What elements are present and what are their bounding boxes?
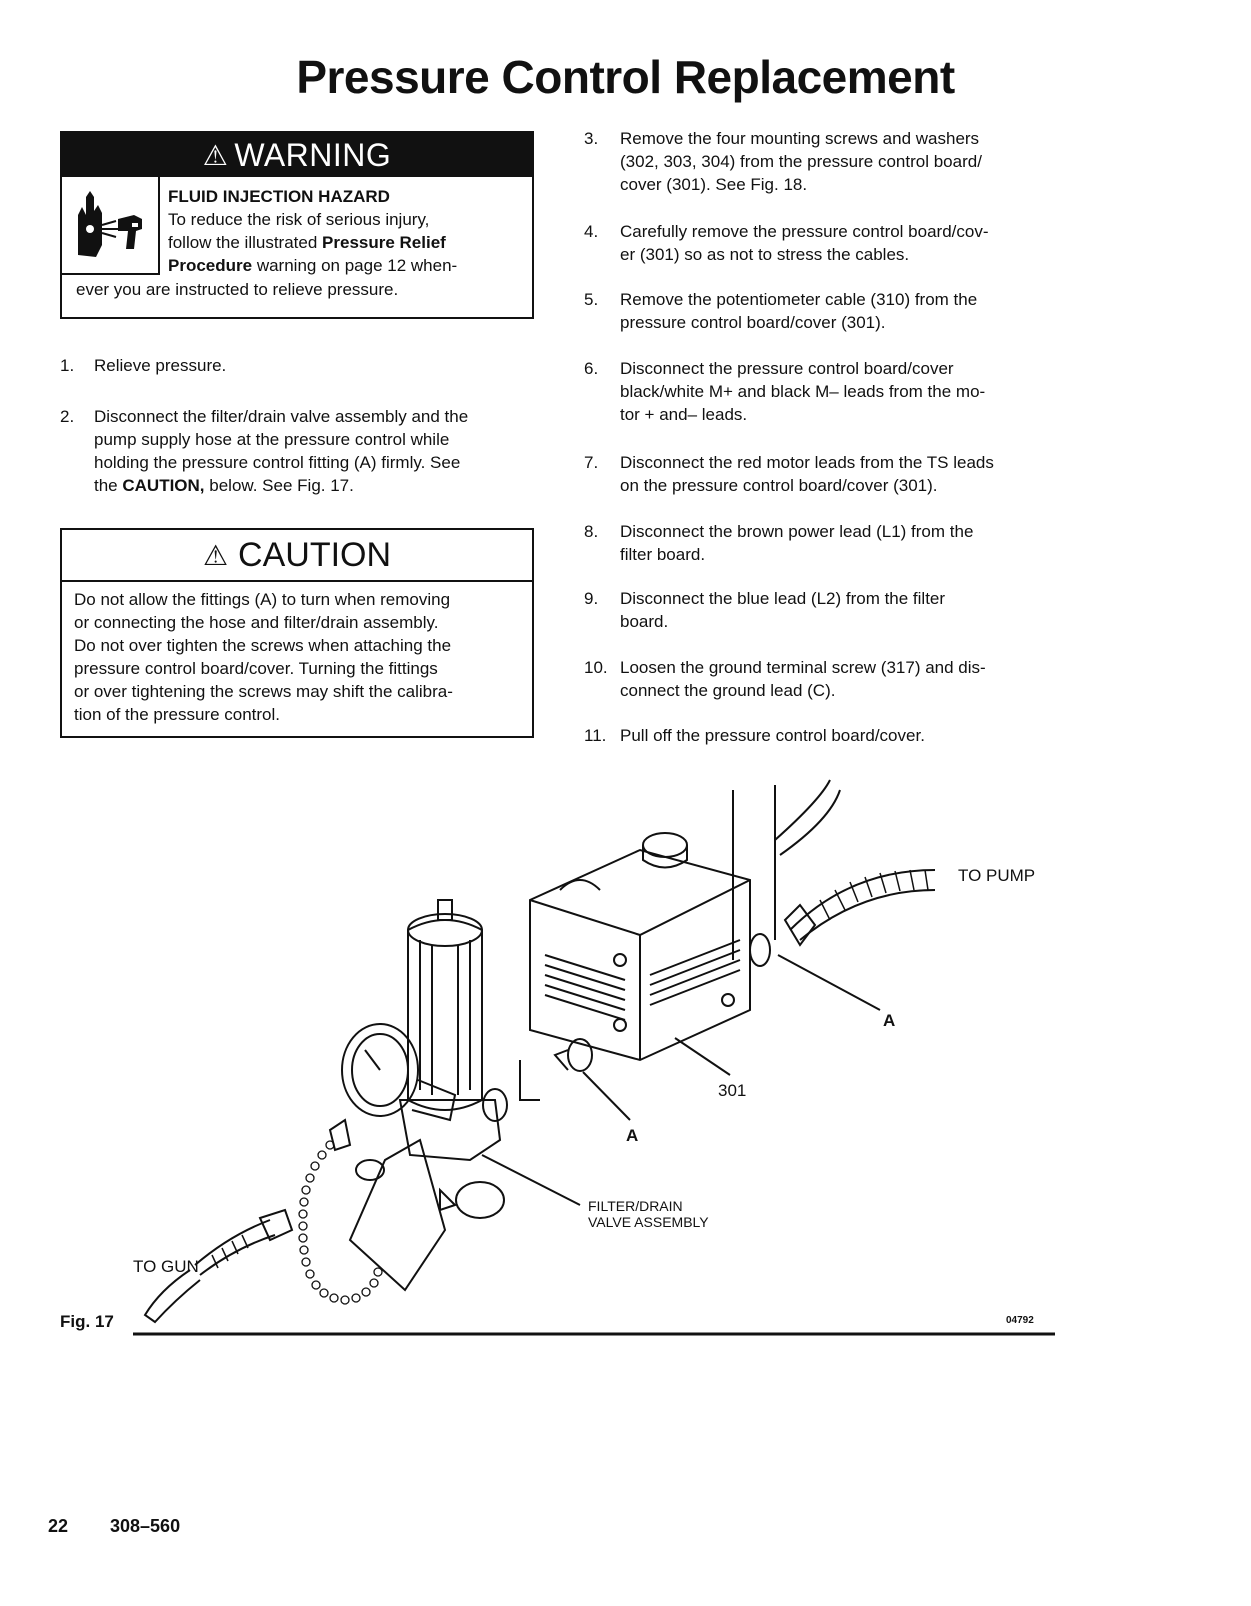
step-text: Pull off the pressure control board/cove… (620, 724, 1060, 747)
step-line: cover (301). See Fig. 18. (620, 175, 808, 194)
step-line: Remove the four mounting screws and wash… (620, 129, 980, 148)
caution-line: tion of the pressure control. (74, 705, 281, 724)
step-line: Disconnect the red motor leads from the … (620, 453, 994, 472)
step-number: 5. (584, 290, 599, 309)
warning-line-2-bold: Pressure Relief (322, 233, 446, 252)
warning-header-text: WARNING (234, 136, 392, 173)
step-line: black/white M+ and black M– leads from t… (620, 382, 986, 401)
warning-line-3: Procedure warning on page 12 when- (168, 254, 528, 277)
step-line: Carefully remove the pressure control bo… (620, 222, 989, 241)
caution-ref: CAUTION, (122, 476, 205, 495)
step-number: 6. (584, 359, 599, 378)
step-text: Carefully remove the pressure control bo… (620, 220, 1060, 266)
page-title: Pressure Control Replacement (296, 51, 955, 103)
step-line: on the pressure control board/cover (301… (620, 476, 938, 495)
caution-header-text: CAUTION (238, 535, 392, 574)
step-line: pump supply hose at the pressure control… (94, 430, 450, 449)
warning-line-4: ever you are instructed to relieve press… (76, 280, 399, 299)
caution-box: ⚠ CAUTION Do not allow the fittings (A) … (60, 528, 534, 738)
warning-line-2-text: follow the illustrated (168, 233, 323, 252)
step-text: Remove the four mounting screws and wash… (620, 127, 1060, 196)
step-line: pressure control board/cover (301). (620, 313, 886, 332)
step-text: Loosen the ground terminal screw (317) a… (620, 656, 1060, 702)
step-number: 11. (584, 726, 607, 745)
caution-header: ⚠ CAUTION (62, 530, 532, 582)
figure-code: 04792 (1006, 1315, 1034, 1326)
caution-line: Do not allow the fittings (A) to turn wh… (74, 590, 451, 609)
caution-triangle-icon: ⚠ (202, 539, 229, 571)
step-line: holding the pressure control fitting (A)… (94, 453, 461, 472)
step-number: 7. (584, 453, 599, 472)
fitting-a-label-left: A (626, 1126, 639, 1145)
step-line: Disconnect the pressure control board/co… (620, 359, 954, 378)
step-number: 8. (584, 522, 599, 541)
warning-box: ⚠ WARNING FLUID INJECTION HAZARD To redu… (60, 131, 534, 319)
fitting-a-label-right: A (883, 1011, 896, 1030)
warning-line-3-text: warning on page 12 when- (252, 256, 458, 275)
figure-label: Fig. 17 (60, 1312, 114, 1331)
warning-line-3-bold: Procedure (168, 256, 253, 275)
step-number: 10. (584, 658, 608, 677)
step-line-text: the (94, 476, 123, 495)
step-line: Remove the potentiometer cable (310) fro… (620, 290, 978, 309)
step-number: 9. (584, 589, 599, 608)
caution-line: Do not over tighten the screws when atta… (74, 636, 452, 655)
step-line: Pull off the pressure control board/cove… (620, 726, 925, 745)
step-text: Disconnect the pressure control board/co… (620, 357, 1060, 426)
step-line: er (301) so as not to stress the cables. (620, 245, 910, 264)
pressure-control-illustration (133, 779, 1055, 1336)
step-2: 2. Disconnect the filter/drain valve ass… (60, 405, 530, 505)
warning-line-2: follow the illustrated Pressure Relief (168, 231, 528, 254)
to-gun-label: TO GUN (133, 1257, 199, 1276)
step-line: the CAUTION, below. See Fig. 17. (94, 474, 534, 497)
step-line: Disconnect the blue lead (L2) from the f… (620, 589, 946, 608)
step-line: Loosen the ground terminal screw (317) a… (620, 658, 986, 677)
step-number: 3. (584, 129, 599, 148)
step-line: tor + and– leads. (620, 405, 748, 424)
filter-drain-line-1: FILTER/DRAIN (588, 1198, 683, 1214)
step-text: Relieve pressure. (94, 356, 227, 375)
step-line: (302, 303, 304) from the pressure contro… (620, 152, 982, 171)
step-line: connect the ground lead (C). (620, 681, 836, 700)
step-text: Disconnect the brown power lead (L1) fro… (620, 520, 1060, 566)
hazard-title: FLUID INJECTION HAZARD (168, 187, 390, 206)
step-number: 2. (60, 407, 75, 426)
caution-text: Do not allow the fittings (A) to turn wh… (74, 588, 524, 726)
caution-line: or connecting the hose and filter/drain … (74, 613, 439, 632)
step-line-text: below. See Fig. 17. (204, 476, 354, 495)
step-text: Disconnect the blue lead (L2) from the f… (620, 587, 1060, 633)
page-number: 22 (48, 1516, 69, 1536)
to-pump-label: TO PUMP (958, 866, 1036, 885)
step-text: Disconnect the filter/drain valve assemb… (94, 405, 534, 497)
filter-drain-label: FILTER/DRAIN VALVE ASSEMBLY (588, 1198, 709, 1230)
step-number: 1. (60, 356, 75, 375)
step-line: board. (620, 612, 669, 631)
warning-triangle-icon: ⚠ (202, 139, 229, 171)
injection-hazard-icon (62, 177, 160, 275)
step-text: Disconnect the red motor leads from the … (620, 451, 1060, 497)
step-line: Disconnect the filter/drain valve assemb… (94, 407, 469, 426)
caution-line: pressure control board/cover. Turning th… (74, 659, 438, 678)
document-number: 308–560 (110, 1516, 181, 1536)
part-301-label: 301 (718, 1081, 747, 1100)
step-number: 4. (584, 222, 599, 241)
step-line: Disconnect the brown power lead (L1) fro… (620, 522, 974, 541)
caution-line: or over tightening the screws may shift … (74, 682, 453, 701)
warning-line-1: To reduce the risk of serious injury, (168, 210, 430, 229)
step-line: filter board. (620, 545, 706, 564)
filter-drain-line-2: VALVE ASSEMBLY (588, 1214, 709, 1230)
warning-text: FLUID INJECTION HAZARD To reduce the ris… (168, 185, 528, 277)
step-text: Remove the potentiometer cable (310) fro… (620, 288, 1060, 334)
warning-header: ⚠ WARNING (62, 133, 532, 177)
